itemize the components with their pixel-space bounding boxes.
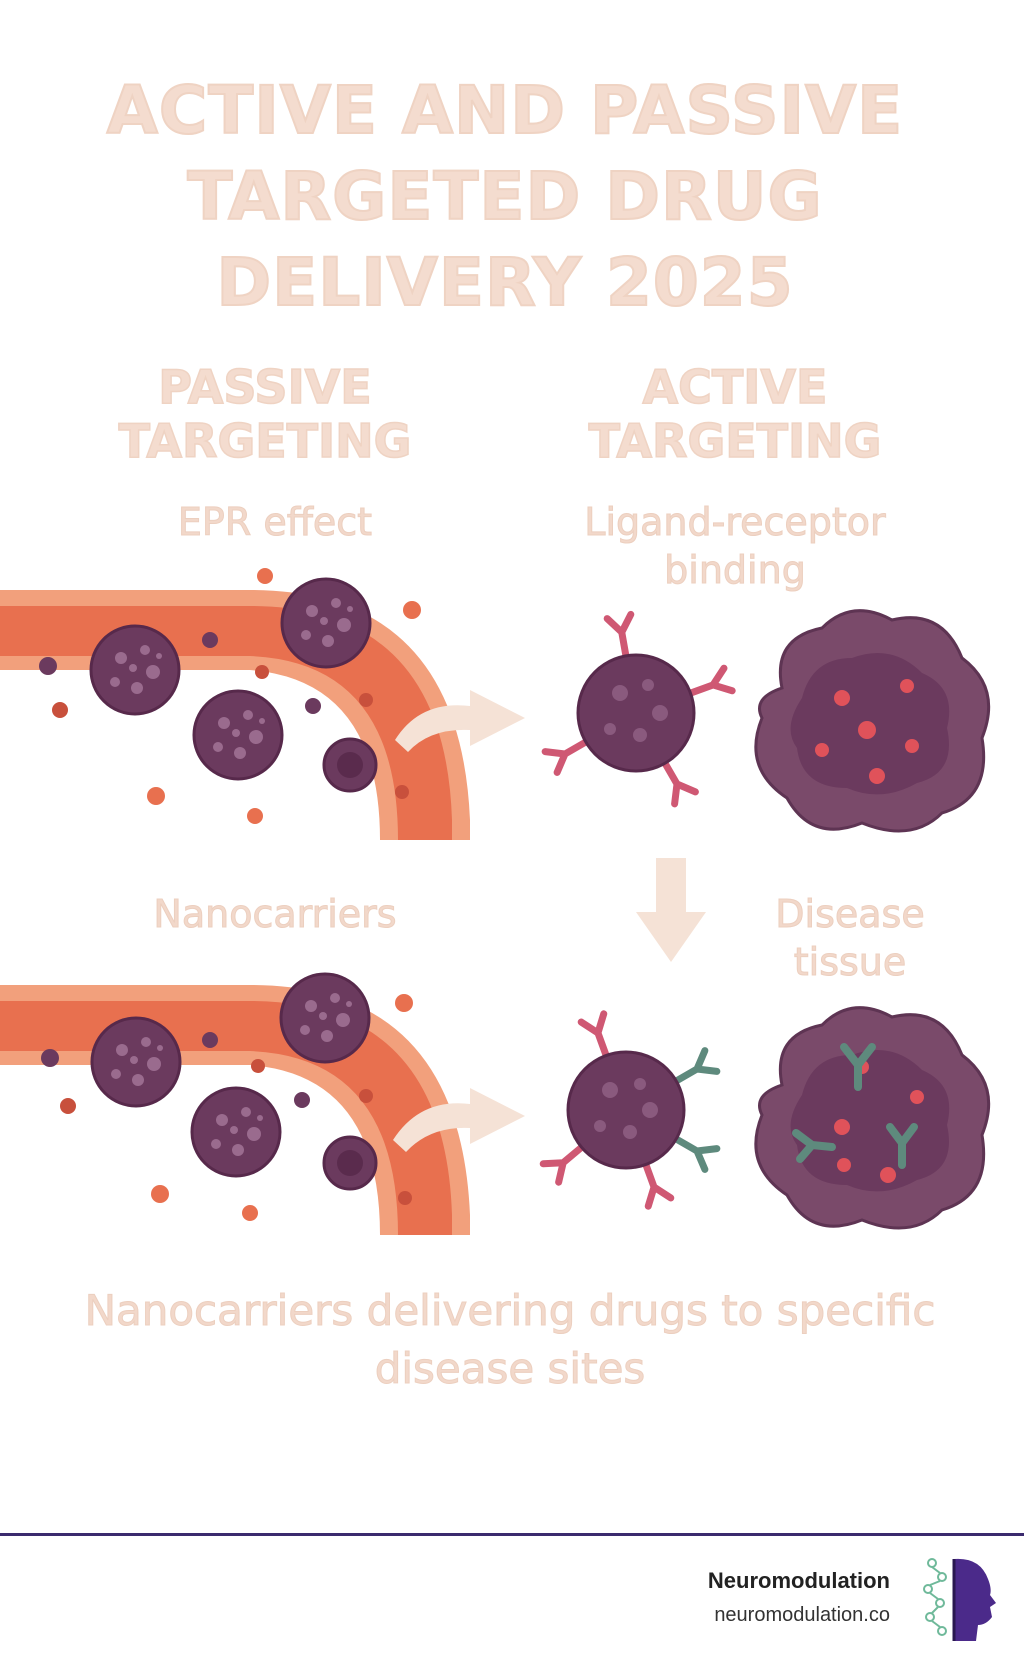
passive-targeting-heading: PASSIVE TARGETING [118,359,412,469]
arrow-right-icon [393,1088,525,1152]
drug-molecule-dots [39,568,421,824]
epr-effect-label: EPR effect [177,500,373,545]
footer-divider [0,1533,1024,1536]
ligand-receptor-label: Ligand-receptor binding [584,500,886,593]
caption: Nanocarriers delivering drugs to specifi… [84,1286,936,1394]
neuromodulation-logo-icon [923,1558,996,1641]
arrow-down-icon [636,858,706,962]
page-title: ACTIVE AND PASSIVE TARGETED DRUG DELIVER… [106,71,904,322]
ligand-nanocarrier-top [545,614,732,803]
ligand-nanocarrier-bottom [543,1014,717,1206]
disease-tissue-bottom [754,1006,991,1230]
brand-name: Neuromodulation [707,1568,890,1593]
active-targeting-heading: ACTIVE TARGETING [588,359,882,469]
arrow-right-icon [395,690,525,752]
disease-tissue-top [754,609,991,833]
drug-molecule-dots [41,994,413,1221]
disease-tissue-label: Disease tissue [775,892,925,985]
nanocarriers-label: Nanocarriers [153,892,397,937]
brand-url[interactable]: neuromodulation.co [714,1604,890,1626]
